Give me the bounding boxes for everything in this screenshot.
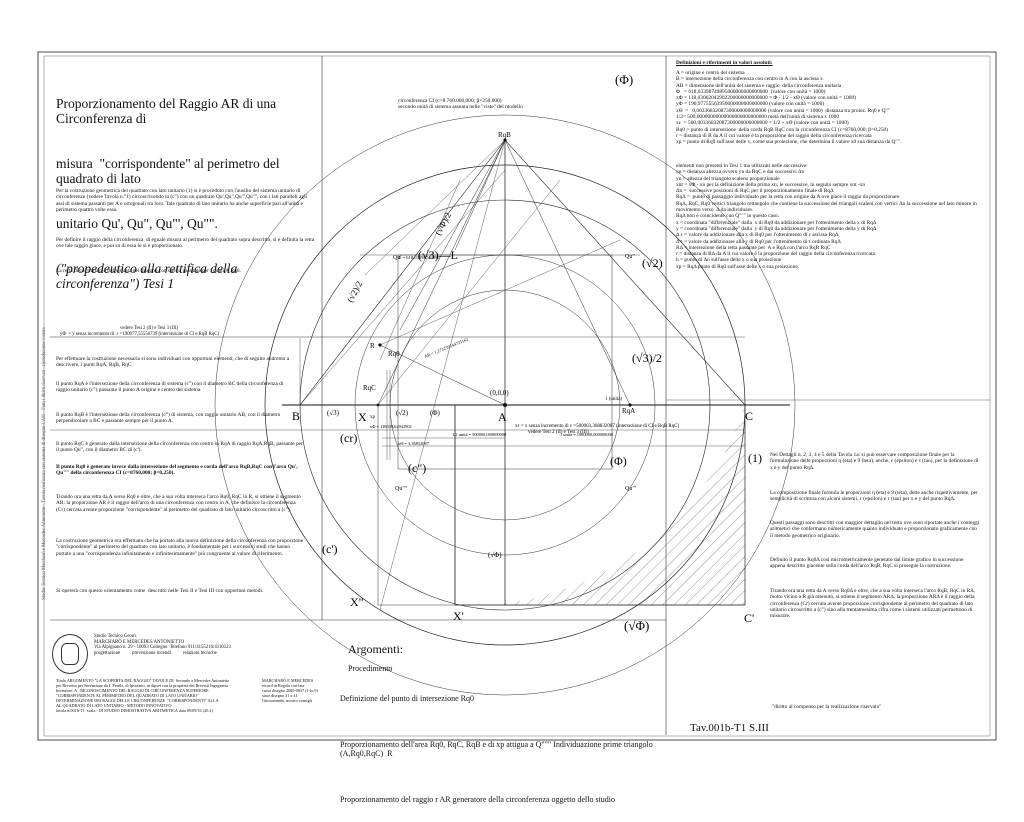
rights-note: "diritto al compenso per la realizzazion… [772,704,882,710]
label-origin: (0,0,0) [490,389,509,397]
point-A [503,403,507,407]
ci-circle-note: circonferenza CI (c=8.760.000,000; β=250… [398,98,523,111]
left-paragraph-5: Il punto RqA è l'intersezione della circ… [56,381,285,394]
label-one-right: (1) [748,451,762,465]
half-note: 1/2 unità = 500000,000000000 [452,432,507,438]
studio-logo [52,634,88,674]
left-intro: Per la costruzione geometrica del quadra… [56,188,309,213]
label-sqrt3-half: (√3)/2 [632,351,662,365]
label-cr: (cr) [340,431,357,445]
label-sqrt3-L: (√3)—L [418,248,458,262]
label-Qu3: Qu"' [625,486,636,492]
label-sqrt3-axis: (√3) [327,409,340,417]
point-RqA [628,403,632,407]
y-coordinate-note: yΦ = y senza incremento di ε =190977,555… [60,332,220,337]
label-Rq0: Rq0 [388,350,400,358]
argomenti-line-3: Proporzionamento del raggio r AR generat… [340,794,616,804]
label-Cprime: C' [744,611,754,625]
label-sqrt-phi-bottom: (√Φ) [624,618,649,633]
label-Xprime: X' [453,609,464,623]
label-RqB: RqB [498,131,511,139]
xphi-note: xΦ = 118030,62042902 [370,424,412,430]
point-Rq0 [378,343,382,347]
left-paragraph-4: Per effettuare la costruzione necessaria… [56,356,291,369]
vedere-left: vedere Tesi 2 (II) e Tesi 3 (III) [120,326,179,331]
label-phi-mid: (Φ) [610,454,627,468]
label-phi-value: Φ = 618,03398749895 [398,255,440,261]
left-paragraph-10: La costruzione geometrica ora effettuata… [56,538,305,557]
label-sqrt2-axis: (√2) [396,409,409,417]
label-RqA: RqA [622,407,635,415]
label-Qu1: Qu' [393,255,401,261]
argomenti-label: Argomenti: [348,642,404,656]
definitions-block-1: A = origine e centro del sistema B = int… [676,70,902,146]
left-paragraph-7: Il punto RqC è generato dalla intersezio… [56,441,305,454]
point-RqC [376,403,380,407]
argomenti-line-1: Definizione del punto di intersezione Rq… [340,694,474,703]
label-Xsecond: X" [350,595,364,609]
label-sqrt2: (√2) [642,256,663,270]
footer-right-block: MARCHARÒ E MERCEDES record in Regola con… [262,678,318,703]
outer-circle [214,114,796,696]
outer-frame [37,51,997,741]
label-B: B [292,409,300,423]
right-note-3: Questi passaggi sono descritti con maggi… [770,520,981,539]
left-paragraph-3: La retta di cui trattasi è individuata n… [56,268,241,274]
label-RqC: RqC [363,384,376,392]
sidebar-vertical-text: Studio Tecnico Marcharò e Mercedes Anton… [42,327,47,600]
label-A: A [498,410,507,424]
argomenti-line-2: Proporzionamento dell'area Rq0, RqC, RqB… [340,739,655,759]
footer-title-block: Titolo ARGOMENTO "LA SCOPERTA DEL RAGGIO… [56,678,230,713]
label-c1: (c') [322,542,337,556]
label-xp: xp [370,415,376,420]
label-sqrt2-half: (√2)/2 [345,279,364,304]
argomenti-procedimento: Procedimento [348,664,393,673]
left-paragraph-8: Il punto Rq0 è generato invece dalla int… [56,464,300,477]
vedere-center: vedere Tesi 2 (II) e Tesi 3 (III) [528,430,589,435]
right-note-2: La composizione finale formula le propor… [770,490,980,503]
label-unit: 1 (unità) [605,397,622,402]
label-phi-top: (Φ) [615,72,633,87]
theta-note: xΘ = 3,36832087 [398,441,430,447]
definitions-block-2: elementi non presenti in Tesi 1 ma utili… [676,163,977,270]
label-Qu4: Qu"" [395,486,408,492]
left-paragraph-11: Si opererà con questo orientamento come … [56,588,264,594]
argomenti-block: Argomenti: Procedimento Definizione del … [340,622,670,822]
label-phi-axis: (Φ) [430,409,440,417]
left-paragraph-6: Il punto RqB è l'intersezione della circ… [56,412,282,425]
label-c2: (c") [408,461,426,475]
unit-note: 1 unità = 1000000,000000000 [560,432,614,438]
label-sqrt-phi-small: (√Φ) [488,551,502,559]
label-C: C [745,409,753,423]
right-note-1: Nei Dettagli n. 2, 3, 4 e 5 della Tavola… [770,452,980,471]
drawing-sheet: B C A X X' X" C' (0,0,0) RqB RqA RqC Rq0… [37,51,997,804]
label-Qu2: Qu" [625,254,635,260]
table-number: Tav.001b-T1 S.III [690,722,769,734]
left-paragraph-9: Tirando ora una retta da A verso Rq0 e o… [56,494,302,513]
label-X: X [358,410,367,424]
left-paragraph-2: Per definire il raggio della circonferen… [56,237,316,250]
right-note-5: Tirando ora una retta da A verso Rq0Δ e … [770,588,977,620]
definitions-heading: Definizioni e riferimenti in valori asso… [676,60,773,66]
label-R: R [370,342,375,350]
right-note-4: Definito il punto Rq0Δ così micrometrica… [770,557,965,570]
inner-frame [43,55,991,737]
geometry-drawing: B C A X X' X" C' (0,0,0) RqB RqA RqC Rq0… [37,51,997,741]
point-RqB [503,138,507,142]
page-title: Proporzionamento del Raggio AR di una Ci… [56,96,283,291]
studio-stamp-text: Studio Tecnico Geom. MARCHARÒ E MERCEDES… [94,634,231,656]
xe-line-text: xε = x senza incremento di ε =500003,368… [515,424,680,429]
